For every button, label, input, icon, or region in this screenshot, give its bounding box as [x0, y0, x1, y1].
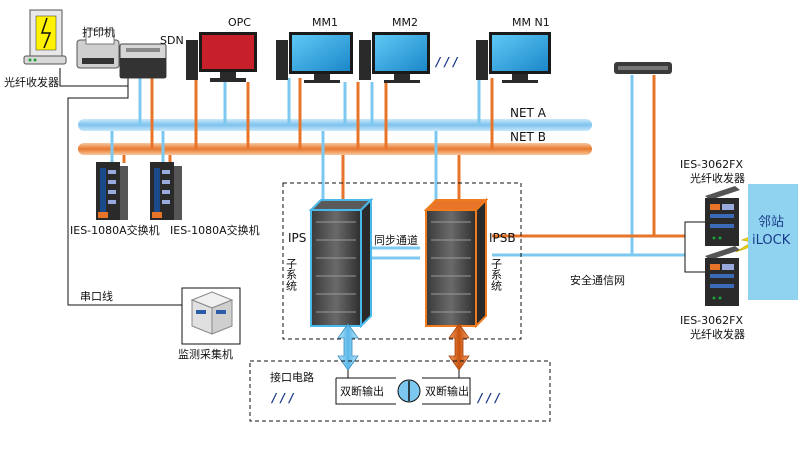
- ies-3062fx-top: [705, 186, 740, 246]
- relay-coil-icon: [397, 379, 421, 403]
- mmn-label: MM N1: [512, 16, 550, 29]
- fiber-top-label: 光纤收发器: [4, 75, 59, 89]
- safety-net-label: 安全通信网: [570, 273, 625, 287]
- ips-a-sub-label: 子系统: [285, 258, 298, 291]
- fiber-transceiver-top: [23, 9, 67, 65]
- ellipsis-top: / / /: [434, 55, 459, 69]
- printer-icon: [76, 29, 120, 69]
- ips-system-frame: [282, 182, 522, 340]
- serial-cable: [59, 68, 183, 306]
- opc-label: OPC: [228, 16, 251, 29]
- ips-b-rack: [423, 197, 489, 329]
- ips-a-io-arrow: [337, 323, 359, 371]
- sync-channel-label: 同步通道: [374, 233, 418, 247]
- opc-workstation-icon: [186, 32, 257, 82]
- ips-b-label: IPSB: [489, 231, 516, 245]
- neighbor-ilock-box: [748, 184, 798, 300]
- connection-lines: [110, 75, 685, 260]
- ies-top-desc-label: 光纤收发器: [690, 171, 745, 185]
- mm2-label: MM2: [392, 16, 418, 29]
- ips-a-rack: [308, 197, 374, 329]
- sdn-label: SDN: [160, 34, 184, 47]
- router-icon: [614, 62, 672, 74]
- sdn-device-icon: [119, 43, 167, 79]
- net-a-label: NET A: [510, 106, 547, 120]
- dual-output-wiring: [335, 370, 471, 405]
- interface-label: 接口电路: [270, 371, 314, 384]
- dual-out-left-label: 双断输出: [340, 384, 384, 398]
- ips-b-io-arrow: [448, 323, 470, 371]
- ies-1080a-switch-2: [150, 162, 182, 220]
- switch-1-label: IES-1080A交换机: [70, 223, 160, 237]
- net-b-label: NET B: [510, 130, 546, 144]
- interface-frame: [249, 360, 551, 422]
- ies-bot-desc-label: 光纤收发器: [690, 327, 745, 341]
- ips-a-label: IPS: [288, 231, 306, 245]
- switch-2-label: IES-1080A交换机: [170, 223, 260, 237]
- ies-1080a-switch-1: [96, 162, 128, 220]
- net-b-bus: [78, 143, 592, 155]
- ies-3062fx-bottom: [705, 246, 740, 306]
- ies-bot-model-label: IES-3062FX: [680, 314, 743, 327]
- ies-top-model-label: IES-3062FX: [680, 158, 743, 171]
- ellipsis-left: / / /: [270, 391, 295, 405]
- net-a-bus: [78, 119, 592, 131]
- ilock-label: iLOCK: [752, 233, 791, 248]
- ips-b-sub-label: 子系统: [490, 258, 503, 291]
- monitoring-pc-icon: [181, 287, 241, 345]
- printer-label: 打印机: [82, 25, 115, 39]
- monitor-pc-label: 监测采集机: [178, 347, 233, 361]
- ellipsis-right: / / /: [476, 391, 501, 405]
- neighbor-label: 邻站: [758, 215, 784, 230]
- dual-out-right-label: 双断输出: [425, 384, 469, 398]
- mm1-workstation-icon: [276, 32, 353, 83]
- mmn-workstation-icon: [476, 32, 551, 83]
- serial-label: 串口线: [80, 289, 113, 303]
- ies-bracket: [684, 221, 705, 273]
- mm2-workstation-icon: [359, 32, 430, 83]
- mm1-label: MM1: [312, 16, 338, 29]
